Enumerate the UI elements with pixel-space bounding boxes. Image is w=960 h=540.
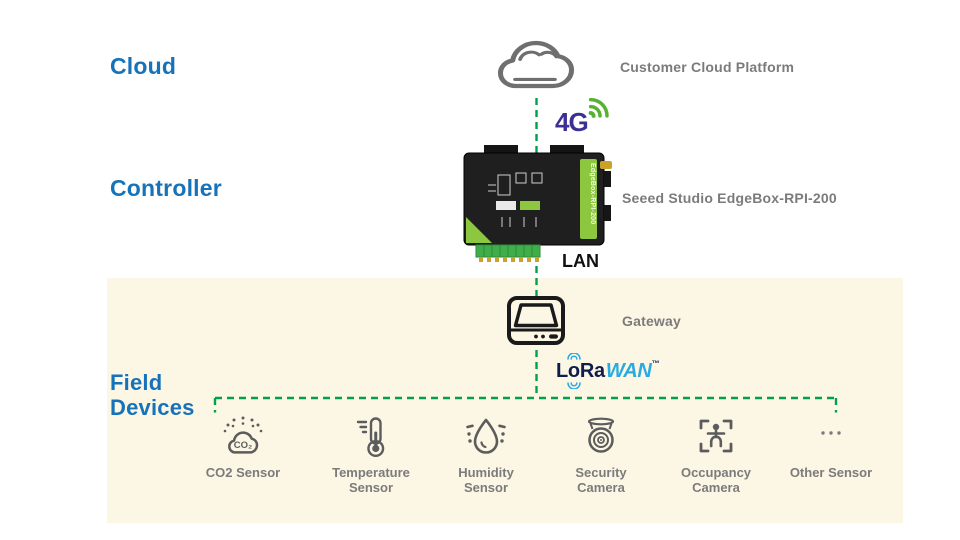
co2-sensor-icon: CO₂: [223, 416, 263, 454]
lan-label: LAN: [562, 251, 599, 271]
field-device-temperature-sensor: Temperature Sensor: [313, 412, 429, 496]
antenna-connector: [600, 161, 612, 169]
device-label: Temperature Sensor: [332, 465, 410, 496]
controller-device-label: Seeed Studio EdgeBox-RPI-200: [622, 190, 837, 206]
lorawan-waves-bottom-icon: [567, 381, 581, 389]
lorawan-waves-top-icon: [567, 352, 581, 360]
edgebox-corner-triangle: [466, 217, 492, 243]
lorawan-trademark: ™: [651, 359, 660, 368]
temperature-sensor-icon: [356, 417, 385, 458]
field-device-occupancy-camera: Occupancy Camera: [658, 412, 774, 496]
field-device-other-sensor: Other Sensor: [773, 412, 889, 480]
humidity-sensor-icon: [466, 418, 506, 454]
field-devices-layer-label: Field Devices: [110, 370, 195, 420]
lorawan-ra: Ra: [579, 359, 605, 382]
lorawan-wan: WAN: [605, 359, 652, 382]
field-device-security-camera: Security Camera: [543, 412, 659, 496]
edgebox-tab-right: [550, 145, 584, 155]
lorawan-l: L: [556, 359, 568, 382]
controller-layer-label: Controller: [110, 175, 222, 201]
occupancy-camera-icon: [699, 419, 733, 453]
lorawan-logo: L o Ra WAN ™: [556, 352, 660, 389]
field-device-humidity-sensor: Humidity Sensor: [428, 412, 544, 496]
gateway-label: Gateway: [622, 313, 681, 329]
edgebox-strip-text: EdgeBox-RPI-200: [589, 163, 596, 224]
device-label: Other Sensor: [789, 465, 873, 480]
wan-4g-label: 4G: [555, 107, 589, 137]
cloud-layer-label: Cloud: [110, 53, 177, 79]
lorawan-o: o: [567, 359, 580, 382]
co2-icon-text: CO₂: [234, 440, 252, 451]
edgebox-label-strip: [580, 159, 597, 239]
wan-4g-badge: 4G: [553, 92, 615, 138]
cloud-platform-label: Customer Cloud Platform: [620, 59, 795, 75]
security-camera-icon: [587, 417, 615, 453]
device-label: CO2 Sensor: [205, 465, 281, 480]
edgebox-tab-left: [484, 145, 518, 155]
gateway-icon: [507, 296, 565, 345]
device-label: Security Camera: [575, 465, 627, 496]
signal-waves-icon: [588, 97, 609, 118]
device-label: Occupancy Camera: [680, 465, 752, 496]
field-devices-panel: [107, 278, 903, 523]
field-device-co2-sensor: CO₂ CO2 Sensor: [185, 412, 301, 480]
ellipsis-icon: [821, 431, 841, 435]
device-label: Humidity Sensor: [458, 465, 514, 496]
edgebox-device-image: EdgeBox-RPI-200: [463, 145, 612, 262]
cloud-icon: [497, 40, 575, 89]
